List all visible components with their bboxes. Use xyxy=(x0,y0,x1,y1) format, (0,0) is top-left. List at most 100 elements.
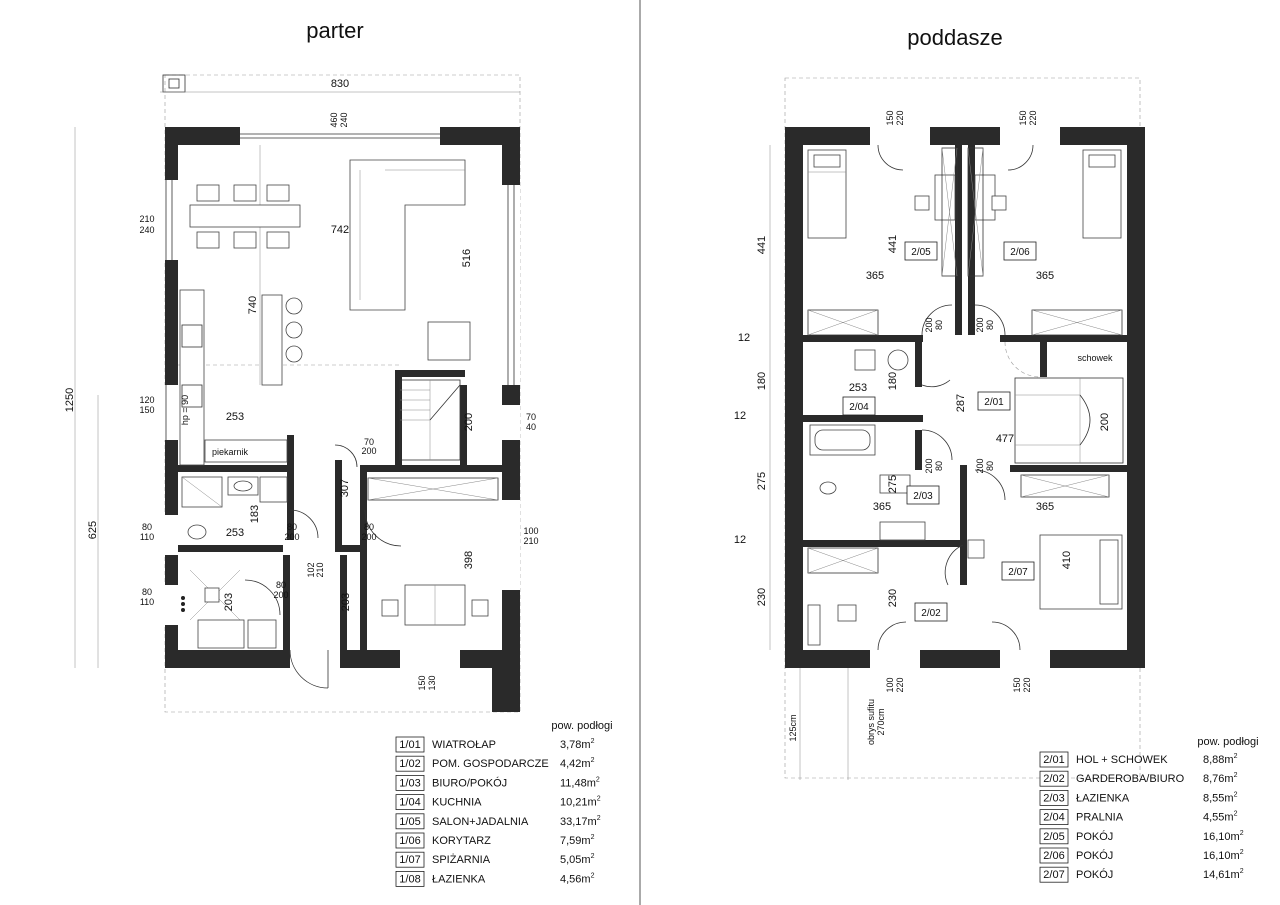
svg-text:110: 110 xyxy=(140,532,154,542)
dim-width-830: 830 xyxy=(331,78,349,90)
svg-text:80: 80 xyxy=(985,461,995,471)
attic-title: poddasze xyxy=(907,25,1002,50)
dim-height-625: 625 xyxy=(87,521,99,539)
legend-id-box xyxy=(1039,770,1069,787)
legend-room-name: PRALNIA xyxy=(1076,812,1124,824)
legend-id-box xyxy=(395,832,425,849)
svg-text:253: 253 xyxy=(849,382,867,394)
legend-room-id: 2/03 xyxy=(1043,792,1064,804)
svg-text:398: 398 xyxy=(463,551,475,569)
legend-room-id: 2/05 xyxy=(1043,831,1064,843)
svg-text:365: 365 xyxy=(1036,501,1054,513)
sofa xyxy=(349,159,466,311)
svg-text:200: 200 xyxy=(463,413,475,431)
armchair xyxy=(427,321,471,361)
legend-room-name: POKÓJ xyxy=(1076,830,1113,843)
svg-text:240: 240 xyxy=(339,112,349,127)
legend-room-area: 33,17m2 xyxy=(560,815,601,828)
legend-room-id: 1/02 xyxy=(399,758,420,770)
legend-room-area: 4,42m2 xyxy=(560,757,595,770)
legend-room-area: 10,21m2 xyxy=(560,796,601,809)
svg-text:150: 150 xyxy=(1012,677,1022,692)
legend-room-name: KUCHNIA xyxy=(432,797,482,809)
legend-room-id: 1/08 xyxy=(399,873,420,885)
legend-room-id: 1/03 xyxy=(399,777,420,789)
ground-floor-plan xyxy=(74,74,521,713)
svg-text:183: 183 xyxy=(249,505,261,523)
legend-room-area: 4,56m2 xyxy=(560,872,595,885)
svg-text:200: 200 xyxy=(924,317,934,332)
svg-text:441: 441 xyxy=(887,235,899,253)
ground-legend-header: pow. podłogi xyxy=(551,720,612,732)
legend-room-name: SPIŻARNIA xyxy=(432,853,491,866)
legend-id-box xyxy=(1039,866,1069,883)
utility-room-fixtures xyxy=(181,569,277,649)
legend-room-name: BIURO/POKÓJ xyxy=(432,776,507,789)
legend-room-area: 8,76m2 xyxy=(1203,772,1238,785)
svg-text:obrys sufitu: obrys sufitu xyxy=(866,699,876,745)
legend-room-name: SALON+JADALNIA xyxy=(432,816,529,828)
attic-wardrobes xyxy=(807,309,1123,574)
svg-text:2/04: 2/04 xyxy=(849,402,869,413)
legend-room-name: ŁAZIENKA xyxy=(1076,792,1130,804)
legend-room-area: 8,88m2 xyxy=(1203,753,1238,766)
attic-bathroom xyxy=(809,349,926,541)
kitchen-island xyxy=(261,294,303,386)
legend-room-name: POKÓJ xyxy=(1076,849,1113,862)
svg-text:365: 365 xyxy=(1036,270,1054,282)
svg-text:150: 150 xyxy=(139,405,154,415)
svg-text:441: 441 xyxy=(756,236,768,254)
svg-text:307: 307 xyxy=(339,479,351,497)
svg-text:220: 220 xyxy=(895,110,905,125)
svg-text:230: 230 xyxy=(756,588,768,606)
legend-room-area: 5,05m2 xyxy=(560,853,595,866)
svg-text:477: 477 xyxy=(996,433,1014,445)
legend-room-area: 3,78m2 xyxy=(560,738,595,751)
chimney xyxy=(162,74,186,93)
svg-text:70: 70 xyxy=(526,412,536,422)
svg-text:200: 200 xyxy=(975,317,985,332)
svg-text:270cm: 270cm xyxy=(876,708,886,735)
svg-text:70: 70 xyxy=(364,437,374,447)
svg-text:150: 150 xyxy=(1018,110,1028,125)
legend-row: 1/06 KORYTARZ 7,59m2 xyxy=(395,832,595,849)
svg-text:200: 200 xyxy=(361,532,376,542)
svg-text:102: 102 xyxy=(306,562,316,577)
svg-text:180: 180 xyxy=(756,372,768,390)
svg-text:230: 230 xyxy=(887,589,899,607)
svg-text:2/03: 2/03 xyxy=(913,491,933,502)
svg-text:40: 40 xyxy=(526,422,536,432)
legend-room-name: HOL + SCHOWEK xyxy=(1076,754,1168,766)
svg-text:210: 210 xyxy=(523,536,538,546)
svg-text:12: 12 xyxy=(734,410,746,422)
legend-room-area: 16,10m2 xyxy=(1203,849,1244,862)
legend-room-name: ŁAZIENKA xyxy=(432,873,486,885)
office-furniture xyxy=(367,477,499,626)
svg-text:150: 150 xyxy=(885,110,895,125)
legend-room-id: 2/04 xyxy=(1043,812,1064,824)
svg-text:210: 210 xyxy=(139,214,154,224)
svg-text:200: 200 xyxy=(924,458,934,473)
svg-text:200: 200 xyxy=(975,458,985,473)
ground-inner-wall xyxy=(178,465,293,472)
svg-text:180: 180 xyxy=(887,372,899,390)
storage-label: schowek xyxy=(1077,353,1113,363)
kitchen-counter xyxy=(179,289,288,466)
legend-id-box xyxy=(395,736,425,753)
legend-room-name: GARDEROBA/BIURO xyxy=(1076,773,1185,785)
legend-room-area: 7,59m2 xyxy=(560,834,595,847)
legend-id-box xyxy=(1039,828,1069,845)
legend-room-name: POM. GOSPODARCZE xyxy=(432,758,549,770)
svg-text:200: 200 xyxy=(273,590,288,600)
ground-stairs xyxy=(399,379,461,461)
legend-room-id: 1/06 xyxy=(399,835,420,847)
legend-room-name: KORYTARZ xyxy=(432,835,491,847)
legend-room-id: 2/07 xyxy=(1043,869,1064,881)
svg-text:460: 460 xyxy=(329,112,339,127)
